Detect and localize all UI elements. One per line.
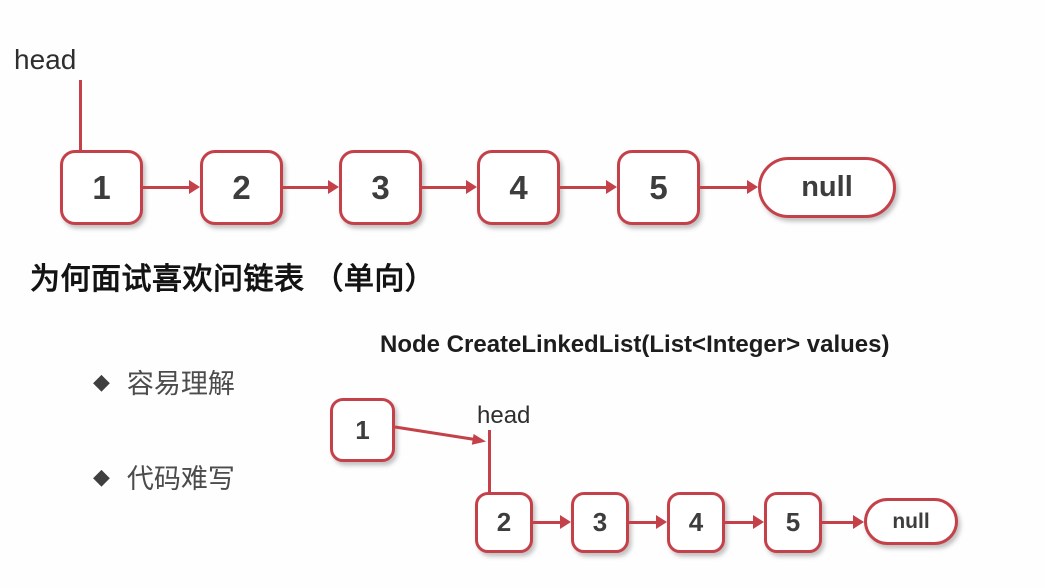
head-pointer-line-icon [79, 80, 82, 150]
head-pointer-label: head [14, 44, 77, 75]
method-signature: Node CreateLinkedList(List<Integer> valu… [380, 331, 890, 358]
arrow-right-icon [725, 515, 764, 529]
bullet-label: 容易理解 [126, 369, 235, 399]
list-node: 2 [475, 492, 533, 553]
arrow-right-icon [283, 180, 339, 194]
arrow-right-icon [533, 515, 571, 529]
list-node: 3 [339, 150, 422, 225]
list-node: 5 [617, 150, 700, 225]
list-node: 3 [571, 492, 629, 553]
arrow-to-head-icon [394, 425, 486, 445]
list-node: 1 [330, 398, 395, 462]
list-node: 5 [764, 492, 822, 553]
null-terminator-node: null [864, 498, 958, 545]
list-node: 2 [200, 150, 283, 225]
arrow-right-icon [629, 515, 667, 529]
diamond-bullet-icon: ◆ [93, 463, 110, 489]
arrow-right-icon [143, 180, 200, 194]
diamond-bullet-icon: ◆ [93, 368, 110, 394]
bullet-item: ◆ 代码难写 [93, 457, 235, 496]
arrow-right-icon [822, 515, 864, 529]
page-title: 为何面试喜欢问链表 （单向） [30, 263, 436, 296]
null-terminator-node: null [758, 157, 896, 218]
arrow-right-icon [560, 180, 617, 194]
arrow-right-icon [700, 180, 758, 194]
bullet-item: ◆ 容易理解 [93, 362, 235, 401]
list-node: 1 [60, 150, 143, 225]
list-node: 4 [477, 150, 560, 225]
arrow-right-icon [422, 180, 477, 194]
bullet-label: 代码难写 [126, 464, 235, 494]
list-node: 4 [667, 492, 725, 553]
head-pointer-label: head [477, 402, 531, 429]
head-pointer-line-icon [488, 430, 491, 492]
